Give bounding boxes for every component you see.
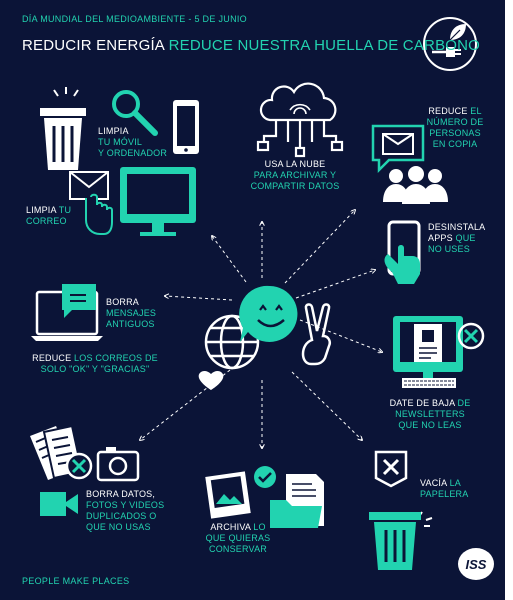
laptop-icon bbox=[31, 284, 103, 341]
tip-clean-email: LIMPIA TU CORREO bbox=[26, 205, 72, 226]
tip-uninstall: DESINSTALA APPS QUE NO USES bbox=[428, 222, 486, 254]
document-icon bbox=[30, 424, 93, 480]
newsletter-monitor-icon bbox=[393, 316, 485, 388]
tip-short-replies: REDUCE LOS CORREOS DE SOLO "OK" Y "GRACI… bbox=[32, 353, 158, 374]
tip-empty-bin: VACÍA LA PAPELERA bbox=[420, 478, 469, 499]
envelope-icon bbox=[69, 171, 113, 235]
camera-icon bbox=[96, 447, 140, 482]
magnifier-icon bbox=[112, 90, 158, 136]
monitor-icon bbox=[120, 167, 196, 236]
peace-hand-icon bbox=[301, 303, 331, 366]
cloud-network-icon bbox=[256, 82, 344, 158]
tip-archive: ARCHIVA LO QUE QUIERAS CONSERVAR bbox=[205, 522, 271, 554]
heart-icon bbox=[198, 371, 224, 390]
smiley-icon bbox=[239, 285, 298, 342]
folder-icon bbox=[270, 474, 324, 528]
chat-icon bbox=[371, 124, 425, 174]
tip-delete-data: BORRA DATOS, FOTOS Y VIDEOS DUPLICADOS O… bbox=[86, 489, 165, 532]
recycle-bin-icon bbox=[369, 450, 433, 570]
kicker-text: DÍA MUNDIAL DEL MEDIOAMBIENTE - 5 DE JUN… bbox=[22, 14, 247, 24]
footer-tagline: PEOPLE MAKE PLACES bbox=[22, 576, 130, 586]
iss-logo: ISS bbox=[458, 548, 494, 580]
tip-delete-messages: BORRA MENSAJES ANTIGUOS bbox=[106, 297, 157, 329]
tip-unsubscribe: DATE DE BAJA DE NEWSLETTERS QUE NO LEAS bbox=[389, 398, 471, 430]
trash-icon bbox=[40, 87, 86, 170]
people-icon bbox=[383, 166, 448, 204]
tip-clean-devices: LIMPIA TU MÓVIL Y ORDENADOR bbox=[98, 126, 168, 158]
tip-cloud: USA LA NUBE PARA ARCHIVAR Y COMPARTIR DA… bbox=[250, 159, 340, 191]
uninstall-phone-icon bbox=[384, 220, 421, 284]
phone-icon bbox=[173, 100, 199, 154]
headline-accent: REDUCE NUESTRA HUELLA DE CARBONO bbox=[168, 37, 481, 54]
page-title: REDUCIR ENERGÍA REDUCE NUESTRA HUELLA DE… bbox=[22, 37, 480, 55]
tip-cc: REDUCE EL NÚMERO DE PERSONAS EN COPIA bbox=[426, 106, 484, 149]
video-icon bbox=[40, 492, 78, 516]
photo-icon bbox=[205, 466, 276, 519]
plug-leaf-icon bbox=[423, 17, 477, 71]
page-margin bbox=[505, 0, 513, 600]
headline-white: REDUCIR ENERGÍA bbox=[22, 37, 165, 54]
svg-text:ISS: ISS bbox=[466, 557, 487, 572]
